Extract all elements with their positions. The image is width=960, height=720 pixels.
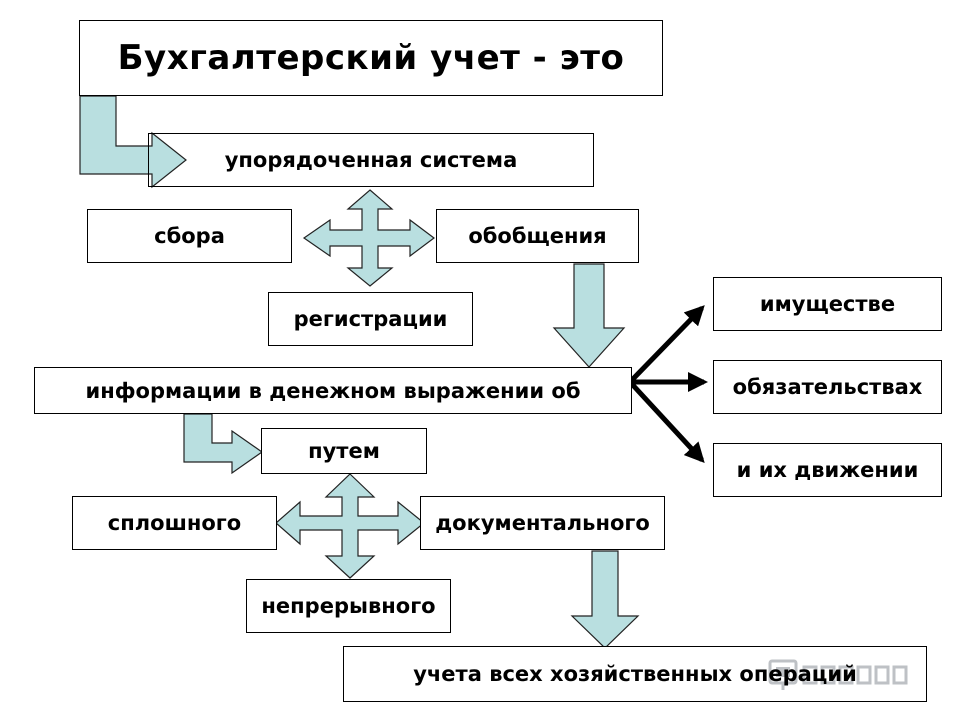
diagram-title: Бухгалтерский учет - это [79, 20, 663, 96]
cross-arrow-methods [275, 473, 425, 579]
bend-arrow-to-by-way [183, 413, 264, 475]
box-ordered-system: упорядоченная система [148, 133, 594, 187]
box-information: информации в денежном выражении об [34, 367, 632, 414]
box-continuous-full: сплошного [72, 496, 277, 550]
box-documentary: документального [420, 496, 665, 550]
arrow-to-property [628, 305, 705, 384]
box-accounting-all-operations: учета всех хозяйственных операций [343, 646, 927, 702]
box-generalization: обобщения [436, 209, 639, 263]
down-arrow-to-accounting [570, 550, 640, 649]
box-documentary-label: документального [435, 511, 650, 535]
bend-arrow-title-to-system [79, 95, 187, 189]
box-registration: регистрации [268, 292, 473, 346]
box-movement: и их движении [713, 443, 942, 497]
arrow-to-movement [628, 380, 705, 463]
box-uninterrupted: непрерывного [246, 579, 451, 633]
box-liabilities: обязательствах [713, 360, 942, 414]
down-arrow-to-information [552, 263, 626, 368]
box-property: имуществе [713, 277, 942, 331]
box-by-way: путем [261, 428, 427, 474]
cross-arrow-collection [302, 189, 435, 287]
box-accounting-label: учета всех хозяйственных операций [413, 662, 857, 686]
box-collection: сбора [87, 209, 292, 263]
